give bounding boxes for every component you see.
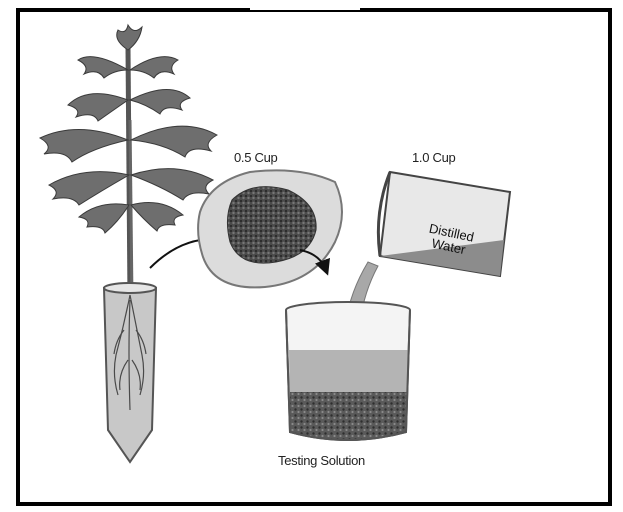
label-half-cup: 0.5 Cup: [234, 150, 277, 165]
label-testing-solution: Testing Solution: [278, 453, 365, 468]
beaker: [286, 302, 410, 440]
label-one-cup: 1.0 Cup: [412, 150, 455, 165]
leaf-bag: [198, 170, 342, 287]
plant: [40, 25, 217, 462]
